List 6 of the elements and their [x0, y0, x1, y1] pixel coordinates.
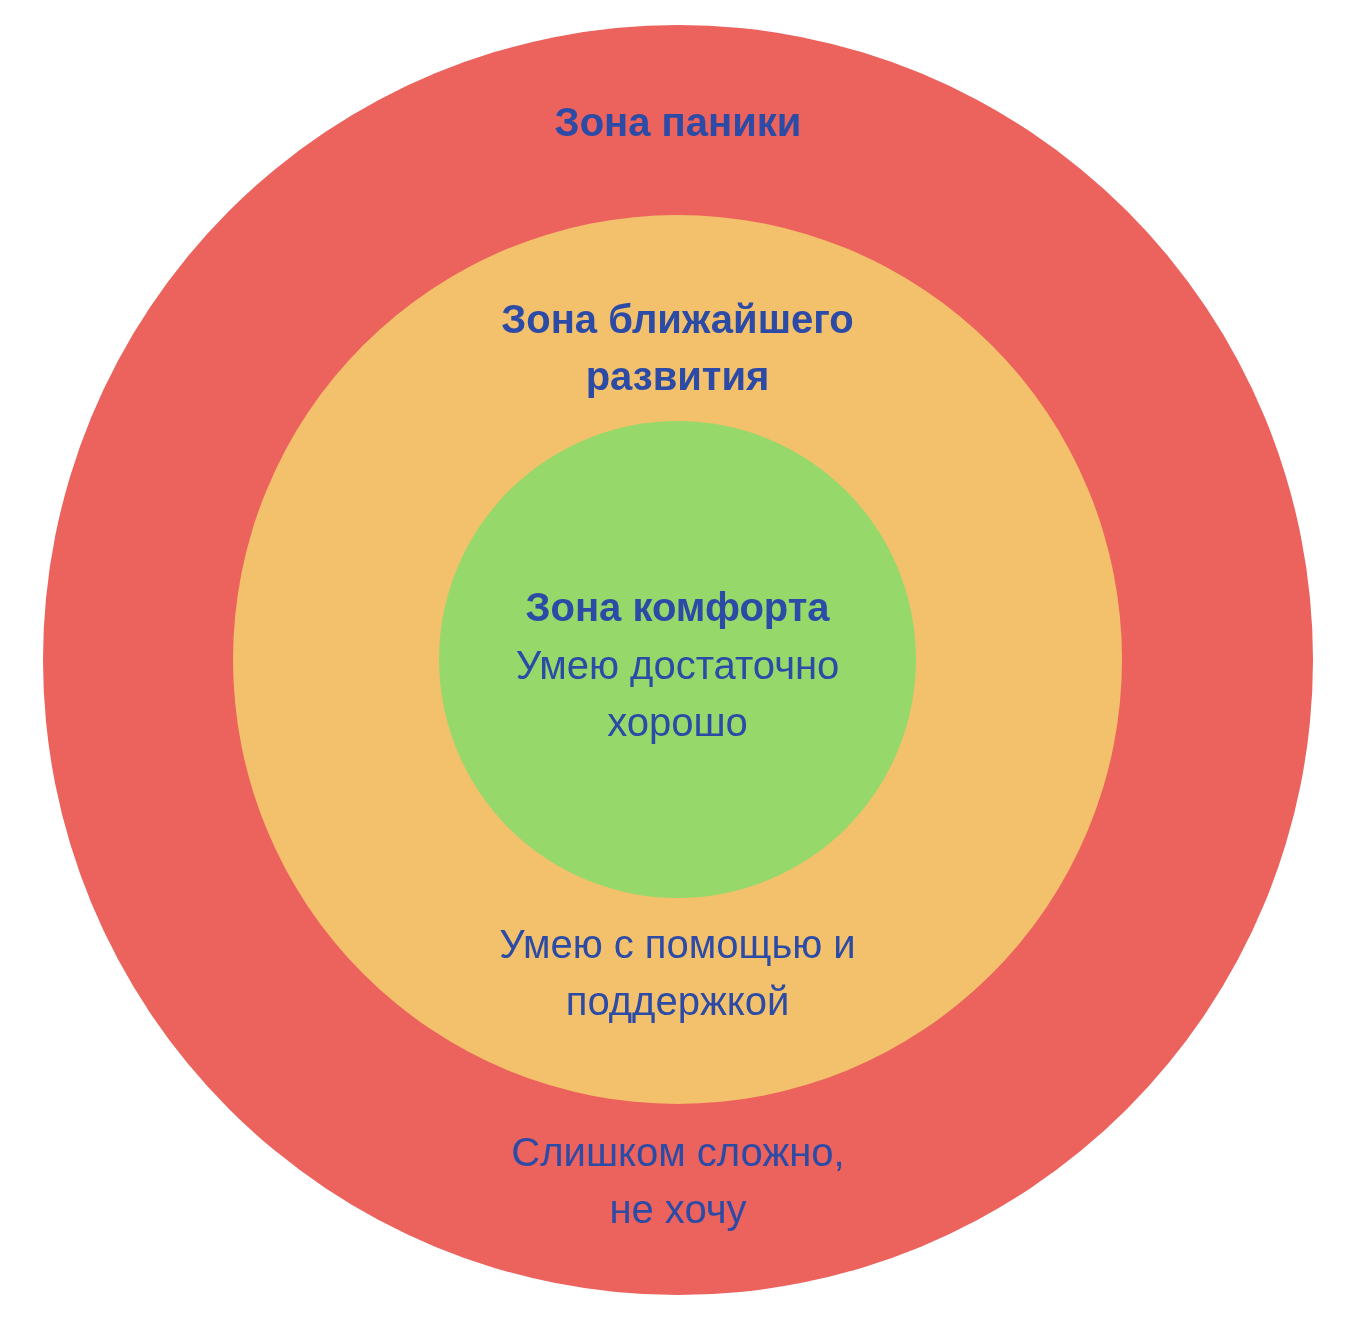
zone-description: Слишком сложно, не хочу [510, 1129, 846, 1233]
zone-title: Зона комфорта [524, 583, 831, 631]
zone-description: Умею с помощью и поддержкой [498, 921, 857, 1025]
zone-title: Зона ближайшего развития [500, 296, 855, 400]
zone-title: Зона паники [553, 98, 803, 146]
zone-description: Умею достаточно хорошо [514, 642, 841, 746]
